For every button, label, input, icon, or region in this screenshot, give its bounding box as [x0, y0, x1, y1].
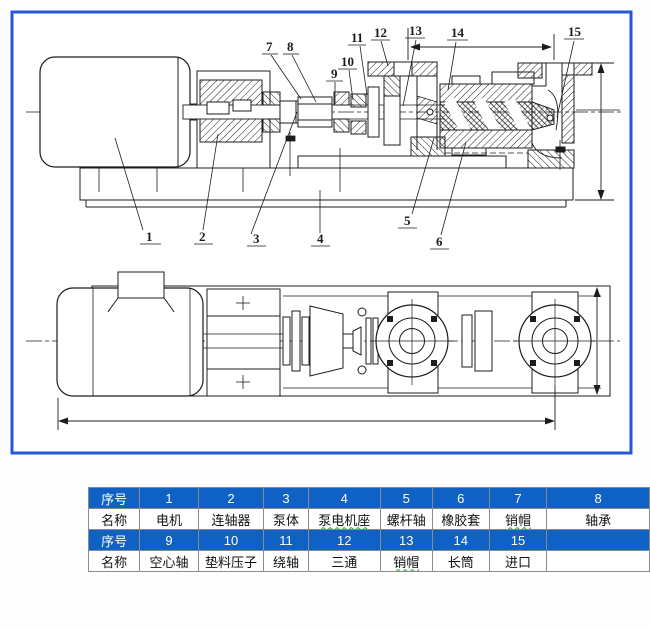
table-cell: 6 — [431, 487, 490, 509]
table-cell: 垫料压子 — [197, 550, 265, 572]
table-cell: 名称 — [87, 508, 141, 530]
pipe-flange-pair-plan — [461, 310, 493, 372]
callout-8: 8 — [287, 39, 294, 54]
callout-labels: 1 2 3 4 5 6 7 8 9 10 11 12 13 14 15 — [146, 23, 582, 249]
flange-2-plan — [513, 291, 597, 394]
side-section-view: 1 2 3 4 5 6 7 8 9 10 11 12 13 14 15 — [26, 23, 622, 250]
callout-6: 6 — [436, 234, 443, 249]
stator-barrel — [439, 71, 555, 156]
parts-table-name-row-1: 名称 电机 连轴器 泵体 泵电机座 螺杆轴 橡胶套 销帽 轴承 — [87, 508, 650, 530]
packing-gland — [332, 86, 445, 138]
parts-table: 序号 1 2 3 4 5 6 7 8 名称 电机 连轴器 泵体 泵电机座 螺杆轴… — [87, 487, 650, 572]
table-cell — [546, 529, 650, 551]
callout-5: 5 — [404, 213, 411, 228]
table-cell: 11 — [263, 529, 309, 551]
table-cell: 序号 — [87, 487, 141, 509]
callout-leaders — [114, 37, 584, 250]
callout-4: 4 — [317, 231, 324, 246]
dimension-side-height — [575, 63, 614, 201]
suction-housing — [517, 62, 620, 170]
table-cell: 4 — [307, 487, 381, 509]
table-cell: 轴承 — [546, 508, 650, 530]
bearing-assembly — [262, 91, 333, 133]
plan-view — [26, 271, 620, 430]
table-cell: 2 — [197, 487, 265, 509]
callout-13: 13 — [409, 23, 423, 38]
table-cell: 序号 — [87, 529, 141, 551]
table-cell — [546, 550, 650, 572]
table-cell: 13 — [379, 529, 433, 551]
table-cell: 10 — [197, 529, 265, 551]
callout-1: 1 — [146, 229, 153, 244]
table-cell: 5 — [379, 487, 433, 509]
callout-15: 15 — [568, 24, 582, 39]
table-cell: 螺杆轴 — [379, 508, 433, 530]
parts-table-index-row-2: 序号 9 10 11 12 13 14 15 — [87, 529, 650, 551]
parts-table-index-row-1: 序号 1 2 3 4 5 6 7 8 — [87, 487, 650, 509]
table-cell: 9 — [139, 529, 199, 551]
callout-14: 14 — [451, 25, 465, 40]
callout-12: 12 — [374, 25, 387, 40]
table-cell: 绕轴 — [263, 550, 309, 572]
table-cell: 7 — [488, 487, 548, 509]
table-cell: 空心轴 — [139, 550, 199, 572]
dimension-bottom-length — [57, 385, 556, 430]
callout-9: 9 — [331, 66, 338, 81]
table-cell: 泵体 — [263, 508, 309, 530]
table-cell: 电机 — [139, 508, 199, 530]
callout-11: 11 — [351, 30, 363, 45]
dimension-plan-width — [593, 287, 601, 395]
callout-2: 2 — [199, 229, 206, 244]
callout-7: 7 — [266, 39, 273, 54]
tee-flange — [367, 61, 446, 157]
table-cell: 1 — [139, 487, 199, 509]
callout-10: 10 — [341, 54, 354, 69]
table-cell: 12 — [307, 529, 381, 551]
table-cell: 销帽 — [379, 550, 433, 572]
table-cell: 14 — [431, 529, 490, 551]
table-cell: 8 — [546, 487, 650, 509]
motor-plan — [56, 271, 204, 397]
table-cell: 三通 — [307, 550, 381, 572]
base-frame — [79, 149, 575, 208]
table-cell: 销帽 — [488, 508, 548, 530]
table-cell: 名称 — [87, 550, 141, 572]
coupling-guard-plan — [203, 288, 290, 397]
parts-table-name-row-2: 名称 空心轴 垫料压子 绕轴 三通 销帽 长筒 进口 — [87, 550, 650, 572]
coupling — [182, 79, 283, 143]
flange-1-plan — [370, 291, 454, 394]
table-cell: 长筒 — [431, 550, 490, 572]
table-cell: 连轴器 — [197, 508, 265, 530]
motor-side — [39, 56, 203, 169]
table-cell: 泵电机座 — [307, 508, 381, 530]
pump-technical-drawing: 1 2 3 4 5 6 7 8 9 10 11 12 13 14 15 — [10, 10, 633, 455]
callout-3: 3 — [253, 231, 260, 246]
table-cell: 15 — [488, 529, 548, 551]
table-cell: 橡胶套 — [431, 508, 490, 530]
table-cell: 进口 — [488, 550, 548, 572]
table-cell: 3 — [263, 487, 309, 509]
gland-plan — [282, 305, 379, 377]
